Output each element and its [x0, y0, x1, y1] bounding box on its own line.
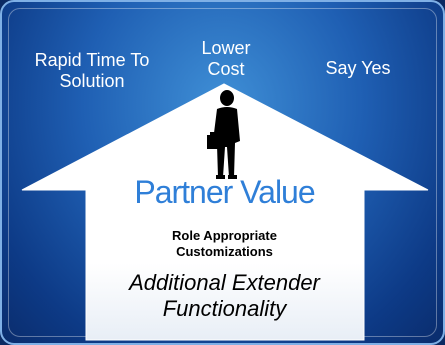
extender-functionality-label: Additional Extender Functionality: [129, 270, 320, 321]
businessman-silhouette-icon: [207, 90, 240, 179]
house-outline: [21, 83, 429, 341]
partner-value-title: Partner Value: [134, 174, 315, 210]
lower-cost-label: Lower Cost: [201, 38, 251, 79]
rapid-time-label: Rapid Time To Solution: [34, 50, 150, 91]
say-yes-label: Say Yes: [325, 58, 391, 78]
role-customizations-label: Role Appropriate Customizations: [172, 228, 277, 259]
